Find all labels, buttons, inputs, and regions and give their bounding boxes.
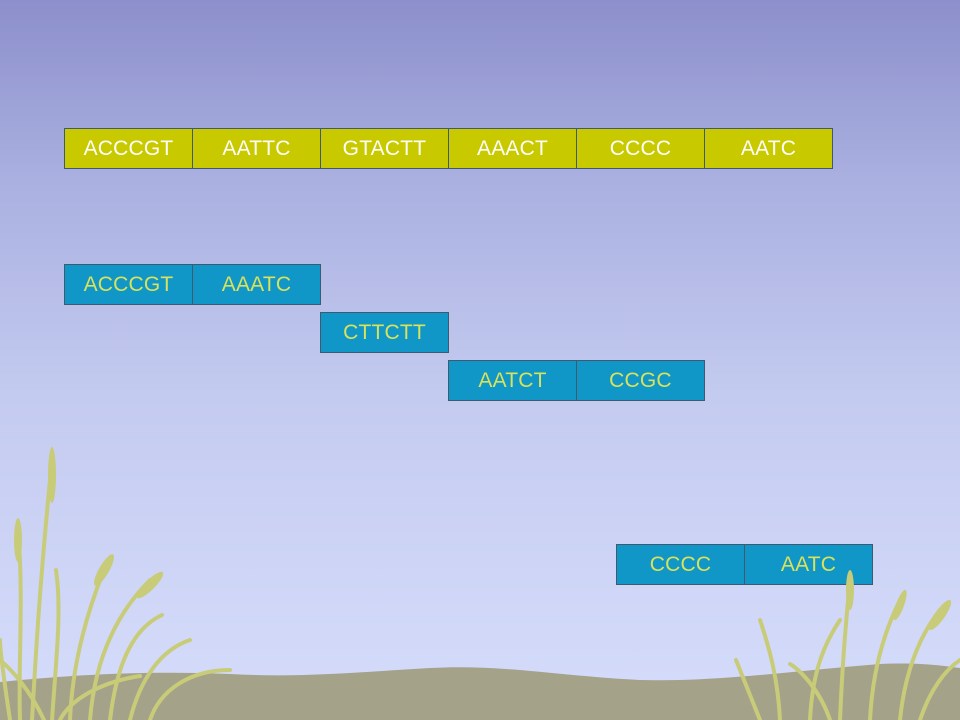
read-3-segment-1: AATCT [448,360,577,401]
grass-left-heads [14,447,164,599]
grass-right-heads [846,570,952,631]
read-2-segment-1: CTTCTT [320,312,449,353]
read-1-segment-2: AAATC [192,264,321,305]
read-1-segment-1: ACCCGT [64,264,193,305]
reference-segment-1: ACCCGT [64,128,193,169]
read-3-segment-2: CCGC [576,360,705,401]
grass-scenery-decoration [0,447,960,720]
reference-segment-4: AAACT [448,128,577,169]
read-row-1: ACCCGT AAATC [64,264,321,305]
ground-shape [0,663,960,720]
read-4-segment-1: CCCC [616,544,745,585]
grass-left-icon [0,458,232,720]
read-row-2: CTTCTT [320,312,449,353]
reference-segment-5: CCCC [576,128,705,169]
reference-sequence-row: ACCCGT AATTC GTACTT AAACT CCCC AATC [64,128,833,169]
reference-segment-3: GTACTT [320,128,449,169]
reference-segment-6: AATC [704,128,833,169]
read-row-3: AATCT CCGC [448,360,705,401]
grass-right-icon [734,578,960,720]
reference-segment-2: AATTC [192,128,321,169]
